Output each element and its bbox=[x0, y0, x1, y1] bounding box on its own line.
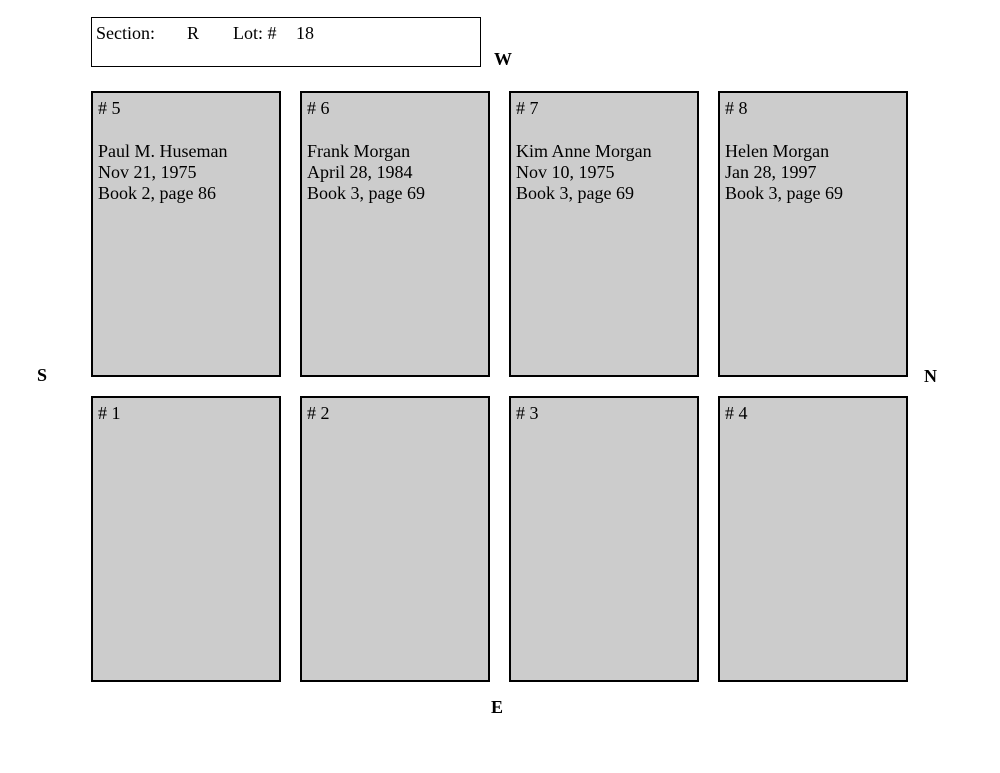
plot-number: # 3 bbox=[516, 403, 539, 423]
plot-date: Nov 21, 1975 bbox=[98, 162, 197, 182]
section-lot-box: Section: R Lot: # 18 bbox=[91, 17, 481, 67]
compass-south: S bbox=[37, 365, 48, 385]
plot-date: April 28, 1984 bbox=[307, 162, 413, 182]
plot-name: Frank Morgan bbox=[307, 141, 411, 161]
plot-4: # 4 bbox=[718, 396, 908, 682]
plot-name: Kim Anne Morgan bbox=[516, 141, 652, 161]
plot-7: # 7 Kim Anne Morgan Nov 10, 1975 Book 3,… bbox=[509, 91, 699, 377]
lot-label: Lot: # bbox=[233, 23, 277, 43]
plot-8: # 8 Helen Morgan Jan 28, 1997 Book 3, pa… bbox=[718, 91, 908, 377]
plot-number: # 1 bbox=[98, 403, 121, 423]
plot-1: # 1 bbox=[91, 396, 281, 682]
plot-6: # 6 Frank Morgan April 28, 1984 Book 3, … bbox=[300, 91, 490, 377]
plot-name: Paul M. Huseman bbox=[98, 141, 228, 161]
plot-name: Helen Morgan bbox=[725, 141, 830, 161]
plot-record: Book 3, page 69 bbox=[725, 183, 843, 203]
section-value: R bbox=[187, 23, 200, 43]
plot-number: # 8 bbox=[725, 98, 748, 118]
plot-5: # 5 Paul M. Huseman Nov 21, 1975 Book 2,… bbox=[91, 91, 281, 377]
plot-number: # 7 bbox=[516, 98, 539, 118]
compass-north: N bbox=[924, 366, 937, 386]
compass-west: W bbox=[494, 49, 512, 69]
plot-record: Book 3, page 69 bbox=[307, 183, 425, 203]
section-label: Section: bbox=[96, 23, 155, 43]
plot-date: Jan 28, 1997 bbox=[725, 162, 817, 182]
compass-east: E bbox=[491, 697, 504, 717]
plot-3: # 3 bbox=[509, 396, 699, 682]
plot-number: # 4 bbox=[725, 403, 748, 423]
plot-number: # 5 bbox=[98, 98, 121, 118]
lot-value: 18 bbox=[296, 23, 314, 43]
plot-2: # 2 bbox=[300, 396, 490, 682]
plot-record: Book 2, page 86 bbox=[98, 183, 216, 203]
plot-number: # 2 bbox=[307, 403, 330, 423]
plot-record: Book 3, page 69 bbox=[516, 183, 634, 203]
plot-date: Nov 10, 1975 bbox=[516, 162, 615, 182]
plot-number: # 6 bbox=[307, 98, 330, 118]
